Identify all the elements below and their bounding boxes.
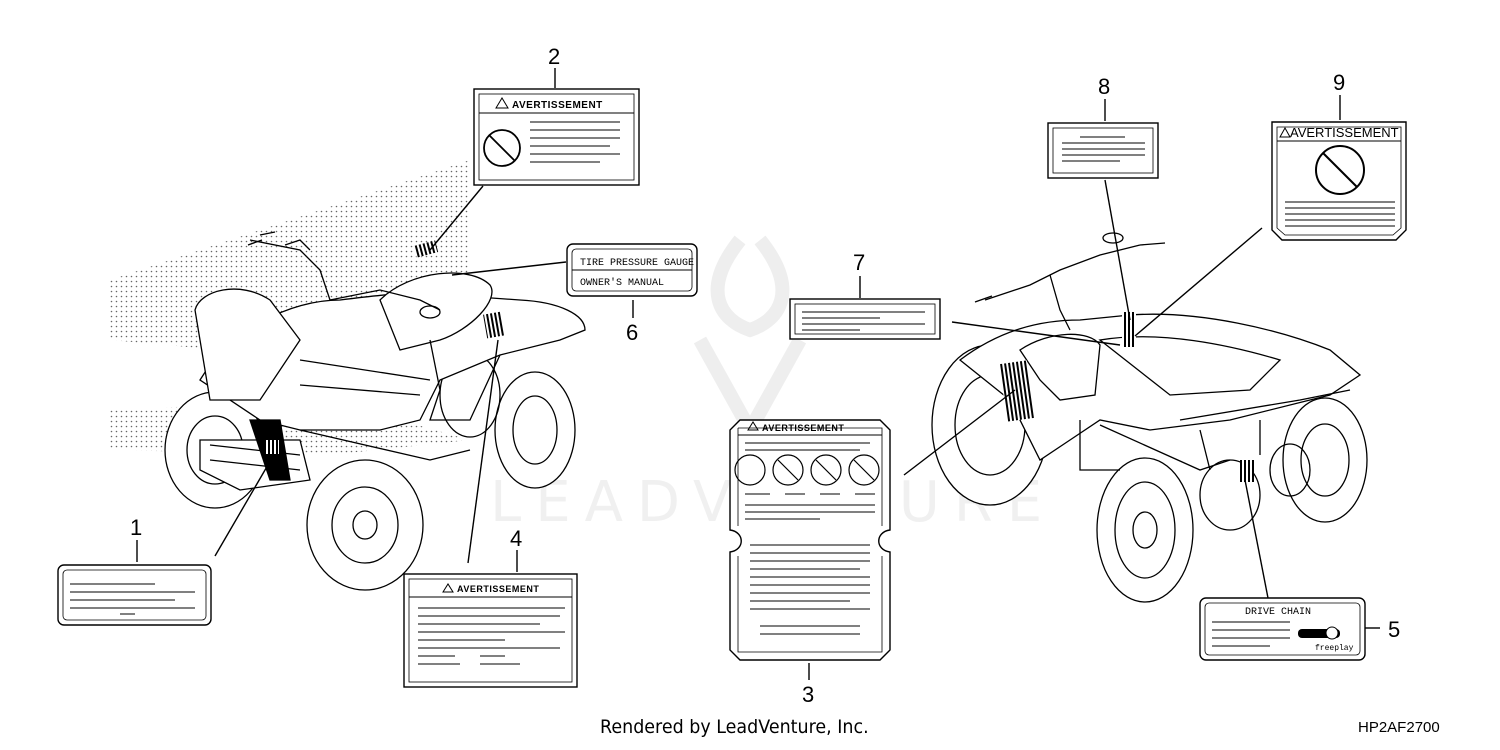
callout-7: 7	[853, 250, 865, 275]
decal-9: AVERTISSEMENT	[1271, 121, 1407, 241]
atv-left-illustration	[110, 160, 586, 591]
drive-chain-text: DRIVE CHAIN	[1245, 607, 1311, 618]
decal-1	[57, 564, 212, 626]
callout-8: 8	[1098, 74, 1110, 99]
watermark-logo	[693, 235, 807, 445]
decal-4-warning-text: AVERTISSEMENT	[457, 584, 539, 594]
decal-2-warning-text: AVERTISSEMENT	[512, 100, 603, 111]
decal-8	[1047, 122, 1159, 179]
freeplay-text: freeplay	[1315, 644, 1354, 653]
decal-7	[789, 298, 941, 340]
diagram-code: HP2AF2700	[1358, 719, 1440, 736]
callout-3: 3	[802, 682, 814, 707]
decal-3: AVERTISSEMENT	[729, 419, 891, 661]
tire-pressure-gauge-text: TIRE PRESSURE GAUGE	[580, 258, 694, 269]
decal-2: AVERTISSEMENT	[473, 88, 640, 186]
callout-6: 6	[626, 320, 638, 345]
atv-right-illustration	[931, 232, 1368, 603]
callout-2: 2	[548, 44, 560, 69]
leader-lines	[136, 68, 1380, 680]
rendered-by-footer: Rendered by LeadVenture, Inc.	[600, 716, 869, 738]
callout-1: 1	[130, 515, 142, 540]
decal-4: AVERTISSEMENT	[403, 573, 578, 688]
callout-4: 4	[510, 526, 522, 551]
decal-6-tire-gauge: TIRE PRESSURE GAUGE OWNER'S MANUAL	[566, 243, 698, 297]
callout-9: 9	[1333, 70, 1345, 95]
decal-9-warning-text: AVERTISSEMENT	[1290, 125, 1399, 140]
callout-5: 5	[1388, 617, 1400, 642]
decal-3-warning-text: AVERTISSEMENT	[762, 423, 844, 433]
decal-5-drive-chain: DRIVE CHAIN freeplay	[1199, 597, 1366, 661]
owners-manual-text: OWNER'S MANUAL	[580, 277, 664, 289]
